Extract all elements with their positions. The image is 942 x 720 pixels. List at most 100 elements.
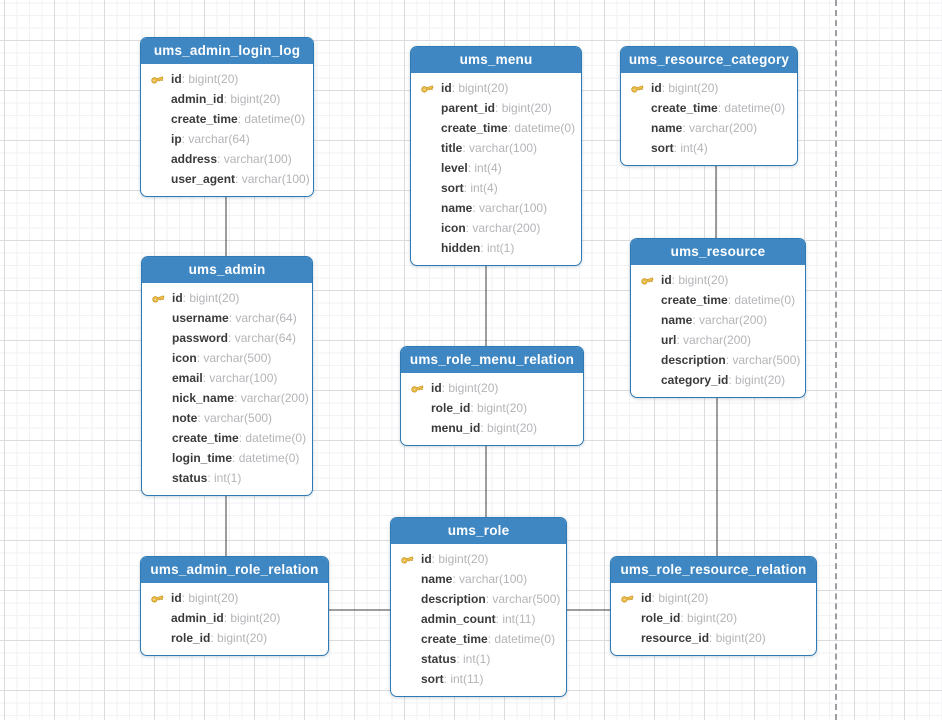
table-ums_role_menu_relation[interactable]: ums_role_menu_relationidbigint(20)role_i… <box>400 346 584 446</box>
field-name: create_time <box>421 632 488 646</box>
field-row-ums_resource-url[interactable]: urlvarchar(200) <box>631 330 801 350</box>
field-row-ums_admin-note[interactable]: notevarchar(500) <box>142 408 308 428</box>
field-row-ums_role_menu_relation-id[interactable]: idbigint(20) <box>401 378 579 398</box>
field-row-ums_menu-icon[interactable]: iconvarchar(200) <box>411 218 577 238</box>
field-row-ums_admin_role_relation-role_id[interactable]: role_idbigint(20) <box>141 628 324 648</box>
field-row-ums_admin-username[interactable]: usernamevarchar(64) <box>142 308 308 328</box>
field-row-ums_role_menu_relation-menu_id[interactable]: menu_idbigint(20) <box>401 418 579 438</box>
field-row-ums_menu-parent_id[interactable]: parent_idbigint(20) <box>411 98 577 118</box>
field-name: parent_id <box>441 101 496 115</box>
table-ums_resource[interactable]: ums_resourceidbigint(20)create_timedatet… <box>630 238 806 398</box>
field-row-ums_menu-title[interactable]: titlevarchar(100) <box>411 138 577 158</box>
field-row-ums_menu-sort[interactable]: sortint(4) <box>411 178 577 198</box>
field-row-ums_menu-create_time[interactable]: create_timedatetime(0) <box>411 118 577 138</box>
field-row-ums_resource-name[interactable]: namevarchar(200) <box>631 310 801 330</box>
field-row-ums_role_menu_relation-role_id[interactable]: role_idbigint(20) <box>401 398 579 418</box>
field-row-ums_menu-hidden[interactable]: hiddenint(1) <box>411 238 577 258</box>
field-row-ums_resource_category-sort[interactable]: sortint(4) <box>621 138 793 158</box>
table-ums_admin_role_relation[interactable]: ums_admin_role_relationidbigint(20)admin… <box>140 556 329 656</box>
field-row-ums_menu-level[interactable]: levelint(4) <box>411 158 577 178</box>
field-row-ums_admin-login_time[interactable]: login_timedatetime(0) <box>142 448 308 468</box>
field-row-ums_admin_login_log-user_agent[interactable]: user_agentvarchar(100) <box>141 169 310 189</box>
field-type: bigint(20) <box>210 631 267 645</box>
field-name: name <box>661 313 693 327</box>
field-row-ums_role-description[interactable]: descriptionvarchar(500) <box>391 589 562 609</box>
field-row-ums_admin-status[interactable]: statusint(1) <box>142 468 308 488</box>
field-type: varchar(100) <box>472 201 547 215</box>
table-ums_role[interactable]: ums_roleidbigint(20)namevarchar(100)desc… <box>390 517 567 697</box>
primary-key-icon <box>150 291 166 305</box>
field-row-ums_resource-category_id[interactable]: category_idbigint(20) <box>631 370 801 390</box>
table-ums_role_resource_relation[interactable]: ums_role_resource_relation idbigint(20)ro… <box>610 556 817 656</box>
field-type: int(4) <box>674 141 707 155</box>
field-row-ums_menu-name[interactable]: namevarchar(100) <box>411 198 577 218</box>
field-row-ums_admin_login_log-admin_id[interactable]: admin_idbigint(20) <box>141 89 309 109</box>
field-type: int(1) <box>480 241 514 255</box>
field-row-ums_admin-nick_name[interactable]: nick_namevarchar(200) <box>142 388 309 408</box>
field-row-ums_resource-id[interactable]: idbigint(20) <box>631 270 801 290</box>
field-row-ums_admin_login_log-id[interactable]: idbigint(20) <box>141 69 309 89</box>
field-row-ums_admin-password[interactable]: passwordvarchar(64) <box>142 328 308 348</box>
field-row-ums_role-create_time[interactable]: create_timedatetime(0) <box>391 629 562 649</box>
field-row-ums_admin-icon[interactable]: iconvarchar(500) <box>142 348 308 368</box>
field-type: int(1) <box>456 652 490 666</box>
field-row-ums_role-name[interactable]: namevarchar(100) <box>391 569 562 589</box>
field-row-ums_admin_login_log-ip[interactable]: ipvarchar(64) <box>141 129 309 149</box>
field-row-ums_resource-description[interactable]: descriptionvarchar(500) <box>631 350 801 370</box>
table-title-ums_menu[interactable]: ums_menu <box>411 47 581 73</box>
field-type: int(11) <box>444 672 483 686</box>
table-fields-ums_admin_login_log: idbigint(20)admin_idbigint(20)create_tim… <box>141 64 313 196</box>
table-fields-ums_resource: idbigint(20)create_timedatetime(0)nameva… <box>631 265 805 397</box>
primary-key-icon <box>149 591 165 605</box>
field-name: name <box>421 572 453 586</box>
field-type: int(11) <box>496 612 535 626</box>
field-row-ums_admin_login_log-address[interactable]: addressvarchar(100) <box>141 149 309 169</box>
field-row-ums_admin_login_log-create_time[interactable]: create_timedatetime(0) <box>141 109 309 129</box>
field-name: create_time <box>661 293 728 307</box>
field-name: password <box>172 331 229 345</box>
table-title-ums_resource[interactable]: ums_resource <box>631 239 805 265</box>
primary-key-icon <box>419 81 435 95</box>
field-row-ums_resource_category-create_time[interactable]: create_timedatetime(0) <box>621 98 793 118</box>
field-name: admin_id <box>171 611 224 625</box>
field-row-ums_admin_role_relation-admin_id[interactable]: admin_idbigint(20) <box>141 608 324 628</box>
field-type: int(4) <box>468 161 501 175</box>
field-row-ums_admin-create_time[interactable]: create_timedatetime(0) <box>142 428 308 448</box>
field-row-ums_admin_role_relation-id[interactable]: idbigint(20) <box>141 588 324 608</box>
field-type: bigint(20) <box>709 631 766 645</box>
field-row-ums_resource_category-name[interactable]: namevarchar(200) <box>621 118 793 138</box>
field-row-ums_resource-create_time[interactable]: create_timedatetime(0) <box>631 290 801 310</box>
field-type: varchar(64) <box>229 311 296 325</box>
primary-key-icon <box>149 72 165 86</box>
field-row-ums_admin-id[interactable]: idbigint(20) <box>142 288 308 308</box>
table-title-ums_role_menu_relation[interactable]: ums_role_menu_relation <box>401 347 583 373</box>
field-type: bigint(20) <box>442 381 498 395</box>
table-ums_admin[interactable]: ums_admin idbigint(20)usernamevarchar(64)… <box>141 256 313 496</box>
field-type: bigint(20) <box>182 72 238 86</box>
table-ums_admin_login_log[interactable]: ums_admin_login_logidbigint(20)admin_idb… <box>140 37 314 197</box>
field-row-ums_admin-email[interactable]: emailvarchar(100) <box>142 368 308 388</box>
table-fields-ums_admin_role_relation: idbigint(20)admin_idbigint(20)role_idbig… <box>141 583 328 655</box>
table-title-ums_resource_category[interactable]: ums_resource_category <box>621 47 797 73</box>
field-type: varchar(100) <box>452 572 527 586</box>
table-ums_menu[interactable]: ums_menuidbigint(20)parent_idbigint(20)c… <box>410 46 582 266</box>
field-row-ums_menu-id[interactable]: idbigint(20) <box>411 78 577 98</box>
field-row-ums_role_resource_relation-resource_id[interactable]: resource_idbigint(20) <box>611 628 812 648</box>
field-type: datetime(0) <box>718 101 785 115</box>
field-row-ums_role_resource_relation-id[interactable]: idbigint(20) <box>611 588 812 608</box>
field-row-ums_role_resource_relation-role_id[interactable]: role_idbigint(20) <box>611 608 812 628</box>
field-row-ums_resource_category-id[interactable]: idbigint(20) <box>621 78 793 98</box>
table-title-ums_admin_role_relation[interactable]: ums_admin_role_relation <box>141 557 328 583</box>
field-row-ums_role-status[interactable]: statusint(1) <box>391 649 562 669</box>
table-fields-ums_menu: idbigint(20)parent_idbigint(20)create_ti… <box>411 73 581 265</box>
table-fields-ums_role_menu_relation: idbigint(20)role_idbigint(20)menu_idbigi… <box>401 373 583 445</box>
field-row-ums_role-sort[interactable]: sortint(11) <box>391 669 562 689</box>
table-title-ums_admin[interactable]: ums_admin <box>142 257 312 283</box>
field-row-ums_role-admin_count[interactable]: admin_countint(11) <box>391 609 562 629</box>
table-title-ums_role[interactable]: ums_role <box>391 518 566 544</box>
table-title-ums_admin_login_log[interactable]: ums_admin_login_log <box>141 38 313 64</box>
field-row-ums_role-id[interactable]: idbigint(20) <box>391 549 562 569</box>
table-ums_resource_category[interactable]: ums_resource_category idbigint(20)create_… <box>620 46 798 166</box>
table-title-ums_role_resource_relation[interactable]: ums_role_resource_relation <box>611 557 816 583</box>
field-type: varchar(100) <box>203 371 277 385</box>
